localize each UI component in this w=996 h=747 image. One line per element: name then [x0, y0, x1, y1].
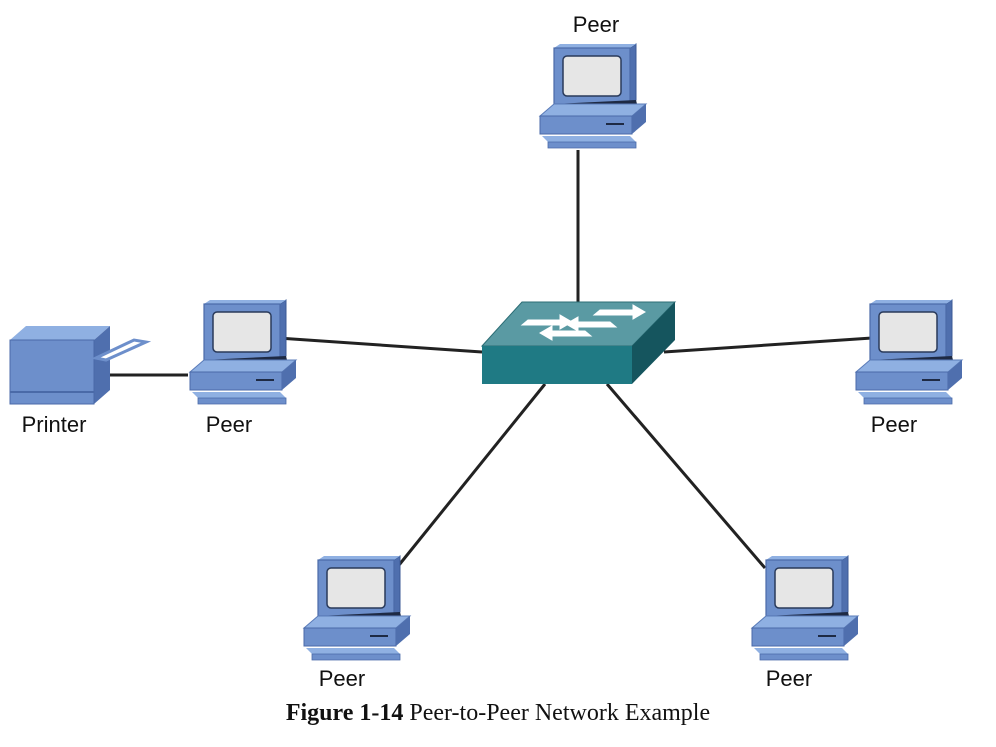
switch-icon [480, 301, 677, 384]
peer-label: Peer [765, 666, 813, 691]
figure-caption: Figure 1-14 Peer-to-Peer Network Example [0, 700, 996, 727]
printer-label: Printer [21, 412, 87, 437]
figure-number: Figure 1-14 [285, 700, 404, 726]
peer-label: Peer [318, 666, 366, 691]
computer-icon [855, 299, 963, 405]
computer-icon [751, 555, 859, 661]
link-switch-peer-left [277, 336, 483, 354]
computer-icon [303, 555, 411, 661]
link-switch-peer-bottom-right [605, 383, 767, 569]
printer-icon [9, 326, 152, 405]
link-switch-peer-bottom-left [393, 383, 547, 571]
peer-label: Peer [870, 412, 918, 437]
computer-icon [539, 43, 647, 149]
computer-icon [189, 299, 297, 405]
connection-lines [108, 150, 873, 571]
figure-title: Peer-to-Peer Network Example [403, 700, 711, 726]
peer-label: Peer [205, 412, 253, 437]
link-switch-peer-right [663, 336, 873, 354]
peer-label: Peer [572, 12, 620, 37]
